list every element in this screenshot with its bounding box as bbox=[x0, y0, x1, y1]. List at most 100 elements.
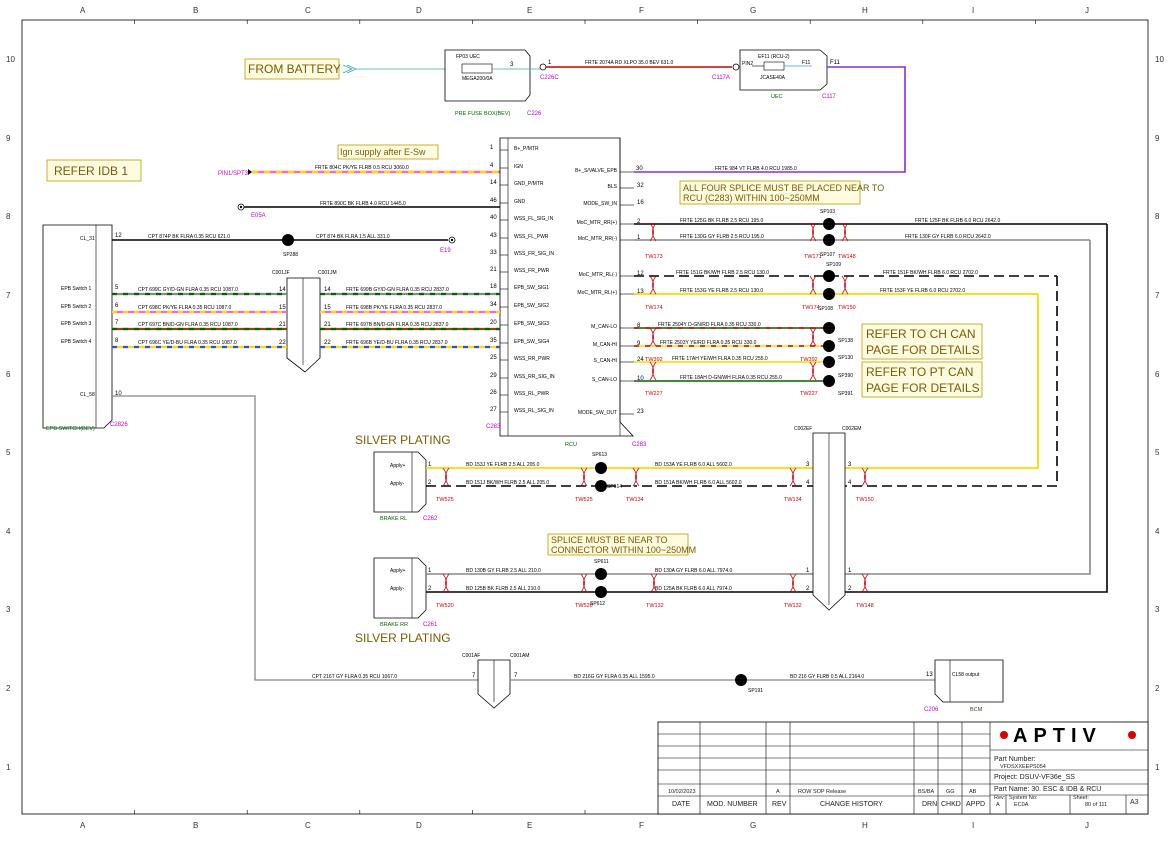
rcu-right-pin-name: S_CAN-LO bbox=[592, 377, 617, 383]
grid-col-C-0: C bbox=[305, 6, 311, 15]
twist-label: TW392 bbox=[800, 357, 818, 363]
twist-label: TW392 bbox=[645, 357, 663, 363]
brake-rl-apply-plus: Apply+ bbox=[390, 463, 406, 469]
sp130-label: SP130 bbox=[838, 355, 853, 361]
twist-label: TW134 bbox=[784, 497, 802, 503]
rcu-label: RCU bbox=[565, 442, 577, 448]
pin-1: 1 bbox=[548, 60, 552, 66]
twist-marker bbox=[632, 467, 640, 487]
brake-rl-apply-minus: Apply- bbox=[390, 481, 405, 487]
header-rev: REV bbox=[772, 801, 787, 808]
epb-pin-12: 12 bbox=[115, 233, 122, 239]
grid-row-10-1: 10 bbox=[1155, 55, 1164, 64]
wire-18ah-label: FRTE 18AH D-GN/WH FLRA 0.35 RCU 255.0 bbox=[680, 375, 782, 381]
part-number: VFDSXXEEPS054 bbox=[1000, 764, 1046, 770]
twist-label: TW132 bbox=[784, 603, 802, 609]
c001jf-label: C001JF bbox=[272, 270, 290, 276]
rcu-left-pin-num: 14 bbox=[490, 180, 497, 186]
grid-col-G-0: G bbox=[750, 6, 756, 15]
brake-rr-apply-plus: Apply+ bbox=[390, 568, 406, 574]
sp109-splice bbox=[823, 270, 835, 282]
c001jm-pin: 21 bbox=[324, 322, 331, 328]
rcu-right-pin-name: BLS bbox=[608, 184, 618, 190]
pt-can-note: REFER TO PT CAN PAGE FOR DETAILS bbox=[861, 361, 983, 398]
c001j-connector: C001JF C001JM bbox=[272, 270, 337, 373]
grid-row-9-1: 9 bbox=[1155, 134, 1160, 143]
rcu-left-pin-num: 43 bbox=[490, 233, 497, 239]
brake-rl-pin-1: 1 bbox=[428, 462, 432, 468]
rcu-left-pin-num: 34 bbox=[490, 302, 497, 308]
rcu-left-pin-name: GND_P/MTR bbox=[514, 181, 544, 187]
epb-wire-b-label: FRTE 698B PK/YE FLRA 0.35 RCU 2837.0 bbox=[346, 305, 442, 311]
rcu-right-pin-num: 32 bbox=[637, 183, 644, 189]
rcu-left-pin-name: GND bbox=[514, 199, 526, 205]
header-mod-number: MOD. NUMBER bbox=[707, 801, 758, 808]
epb-connector: C2826 bbox=[110, 422, 128, 428]
sheet-size: A3 bbox=[1130, 799, 1139, 806]
twist-label: TW227 bbox=[800, 391, 818, 397]
rcu-left-pin-num: 1 bbox=[490, 145, 494, 151]
rcu-left-pin-name: EPB_SW_SIG2 bbox=[514, 303, 549, 309]
rcu-right-pin-name: M_CAN-LO bbox=[591, 324, 617, 330]
twist-marker bbox=[809, 327, 817, 347]
grid-col-H-1: H bbox=[862, 821, 868, 830]
rcu-left-pin-num: 29 bbox=[490, 373, 497, 379]
rcu-pin-30-num: 30 bbox=[636, 166, 643, 172]
twist-marker bbox=[789, 467, 797, 487]
sp191-label: SP191 bbox=[748, 688, 763, 694]
e19-label: E19 bbox=[440, 248, 451, 254]
c001jf-pin: 14 bbox=[279, 287, 286, 293]
grid-row-1-1: 1 bbox=[1155, 763, 1160, 772]
rcu-conn-left: C283 bbox=[486, 424, 501, 430]
wire-153f-label: FRTE 153F YE FLRB 6.0 RCU 2702.0 bbox=[880, 288, 965, 294]
twist-label: TW173 bbox=[645, 254, 663, 260]
c117a-label: C117A bbox=[712, 75, 730, 81]
rcu-left-pin-name: EPB_SW_SIG3 bbox=[514, 321, 549, 327]
hist-change: ROW SOP Release bbox=[798, 789, 846, 795]
rcu-right-pin-name: MoC_MTR_RR(+) bbox=[577, 220, 618, 226]
wire-151j-label: BD 151J BK/WH FLRB 2.5 ALL 205.0 bbox=[466, 480, 549, 486]
part-name: Part Name: 30. ESC & IDB & RCU bbox=[994, 786, 1101, 793]
brake-rr-apply-minus: Apply- bbox=[390, 586, 405, 592]
wire-874-label: CPT 874 BK FLRA 1.5 ALL 331.0 bbox=[316, 234, 390, 240]
sheet-value: 80 of 111 bbox=[1085, 802, 1107, 808]
wire-804c-label: FRTE 804C PK/YE FLRB 0.5 RCU 3060.0 bbox=[315, 165, 409, 171]
epb-pin: 6 bbox=[115, 303, 119, 309]
grid-col-I-1: I bbox=[972, 821, 974, 830]
sp288-splice bbox=[282, 234, 294, 246]
sp103-label: SP103 bbox=[820, 209, 835, 215]
c002-pin-4r: 4 bbox=[848, 480, 852, 486]
c001af-label: C001AF bbox=[462, 653, 480, 659]
wire-216t-label: CPT 216T GY FLRA 0.35 RCU 1067.0 bbox=[312, 674, 397, 680]
c226c-label: C226C bbox=[540, 75, 559, 81]
rcu-right-pin-num: 13 bbox=[637, 289, 644, 295]
project-name: Project: DSUV-VF36e_SS bbox=[994, 774, 1075, 781]
sp138-label: SP138 bbox=[838, 338, 853, 344]
grid-row-8-1: 8 bbox=[1155, 212, 1160, 221]
wire-151f-label: FRTE 151F BK/WH FLRB 6.0 RCU 2702.0 bbox=[883, 270, 978, 276]
splice-rcu-text-1: ALL FOUR SPLICE MUST BE PLACED NEAR TO bbox=[683, 183, 884, 193]
epb-pin: 7 bbox=[115, 320, 119, 326]
epb-wire-c-label: CPT 699C GY/D-GN FLRA 0.35 RCU 1087.0 bbox=[138, 287, 238, 293]
grid-col-I-0: I bbox=[972, 6, 974, 15]
epb-cl31: CL_31 bbox=[80, 236, 95, 242]
twist-marker bbox=[580, 573, 588, 593]
sp191-splice bbox=[735, 674, 747, 686]
rcu-right-pin-num: 10 bbox=[637, 376, 644, 382]
twist-label: TW525 bbox=[575, 497, 593, 503]
system-no-label: System No: bbox=[1009, 795, 1038, 801]
silver-plating-2: SILVER PLATING bbox=[355, 631, 451, 645]
fp03-fuse-rating: MEGA200/0A bbox=[462, 76, 493, 82]
hist-drn: BS/BA bbox=[918, 789, 935, 795]
rcu-left-pin-name: WSS_FL_SIG_IN bbox=[514, 216, 554, 222]
brake-rr-pin-1: 1 bbox=[428, 568, 432, 574]
twist-marker bbox=[442, 467, 450, 487]
epb-switch-row: EPB Switch 1 bbox=[61, 286, 92, 292]
epb-cl58: CL_58 bbox=[80, 392, 95, 398]
bcm-cl58-output: CL58 output bbox=[952, 672, 980, 678]
grid-col-E-0: E bbox=[527, 6, 532, 15]
grid-col-H-0: H bbox=[862, 6, 868, 15]
grid-row-7-1: 7 bbox=[1155, 291, 1160, 300]
